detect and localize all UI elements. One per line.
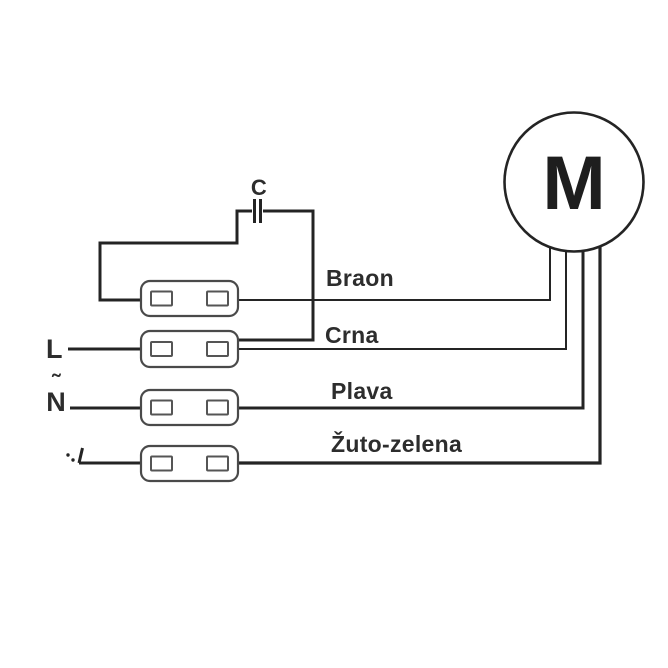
terminal-block-earth	[139, 444, 240, 483]
wire-path	[239, 238, 602, 465]
terminal-block-body	[139, 329, 240, 369]
wire-crna	[239, 238, 567, 350]
terminal-blocks	[139, 279, 240, 483]
terminal-slot	[150, 341, 173, 357]
terminal-slot	[206, 399, 229, 416]
terminal-slot	[206, 341, 229, 357]
terminal-block-braon	[139, 279, 240, 318]
earth-mark-dots	[66, 453, 75, 462]
wire-zuto-zelena	[239, 238, 602, 465]
wire-label-crna: Crna	[325, 322, 379, 348]
terminal-block-neutral	[139, 388, 240, 427]
terminal-label-neutral: ˜ N	[45, 370, 67, 417]
wire-path	[239, 238, 551, 301]
wire-plava	[239, 238, 585, 410]
neutral-letter: N	[46, 387, 66, 417]
terminal-label-live: L	[46, 334, 63, 364]
wire-label-zuto-zelena: Žuto-zelena	[331, 431, 463, 457]
earth-dot	[66, 453, 70, 457]
wire-path	[239, 209, 315, 342]
wire-capacitor-to-block2	[239, 209, 315, 342]
capacitor-label: C	[250, 175, 268, 200]
wire-path	[98, 209, 252, 302]
terminal-slot	[206, 455, 229, 472]
neutral-tilde: ˜	[52, 370, 60, 397]
lead-wires	[68, 347, 141, 465]
terminal-block-live	[139, 329, 240, 369]
terminal-block-body	[139, 279, 240, 318]
earth-dot	[71, 458, 75, 462]
terminal-slot	[150, 290, 173, 307]
wire-path	[239, 238, 585, 410]
wire-block1-to-capacitor	[98, 209, 252, 302]
wire-path	[239, 238, 567, 350]
terminal-slot	[206, 290, 229, 307]
motor-circle	[503, 111, 645, 253]
wire-label-plava: Plava	[331, 378, 393, 404]
motor-letter: M	[542, 140, 606, 226]
terminal-block-body	[139, 444, 240, 483]
wire-braon	[239, 238, 551, 301]
earth-stub	[77, 447, 84, 464]
terminal-slot	[150, 455, 173, 472]
capacitor-symbol	[253, 199, 262, 223]
terminal-slot	[150, 399, 173, 416]
wire-label-braon: Braon	[326, 265, 394, 291]
terminal-block-body	[139, 388, 240, 427]
